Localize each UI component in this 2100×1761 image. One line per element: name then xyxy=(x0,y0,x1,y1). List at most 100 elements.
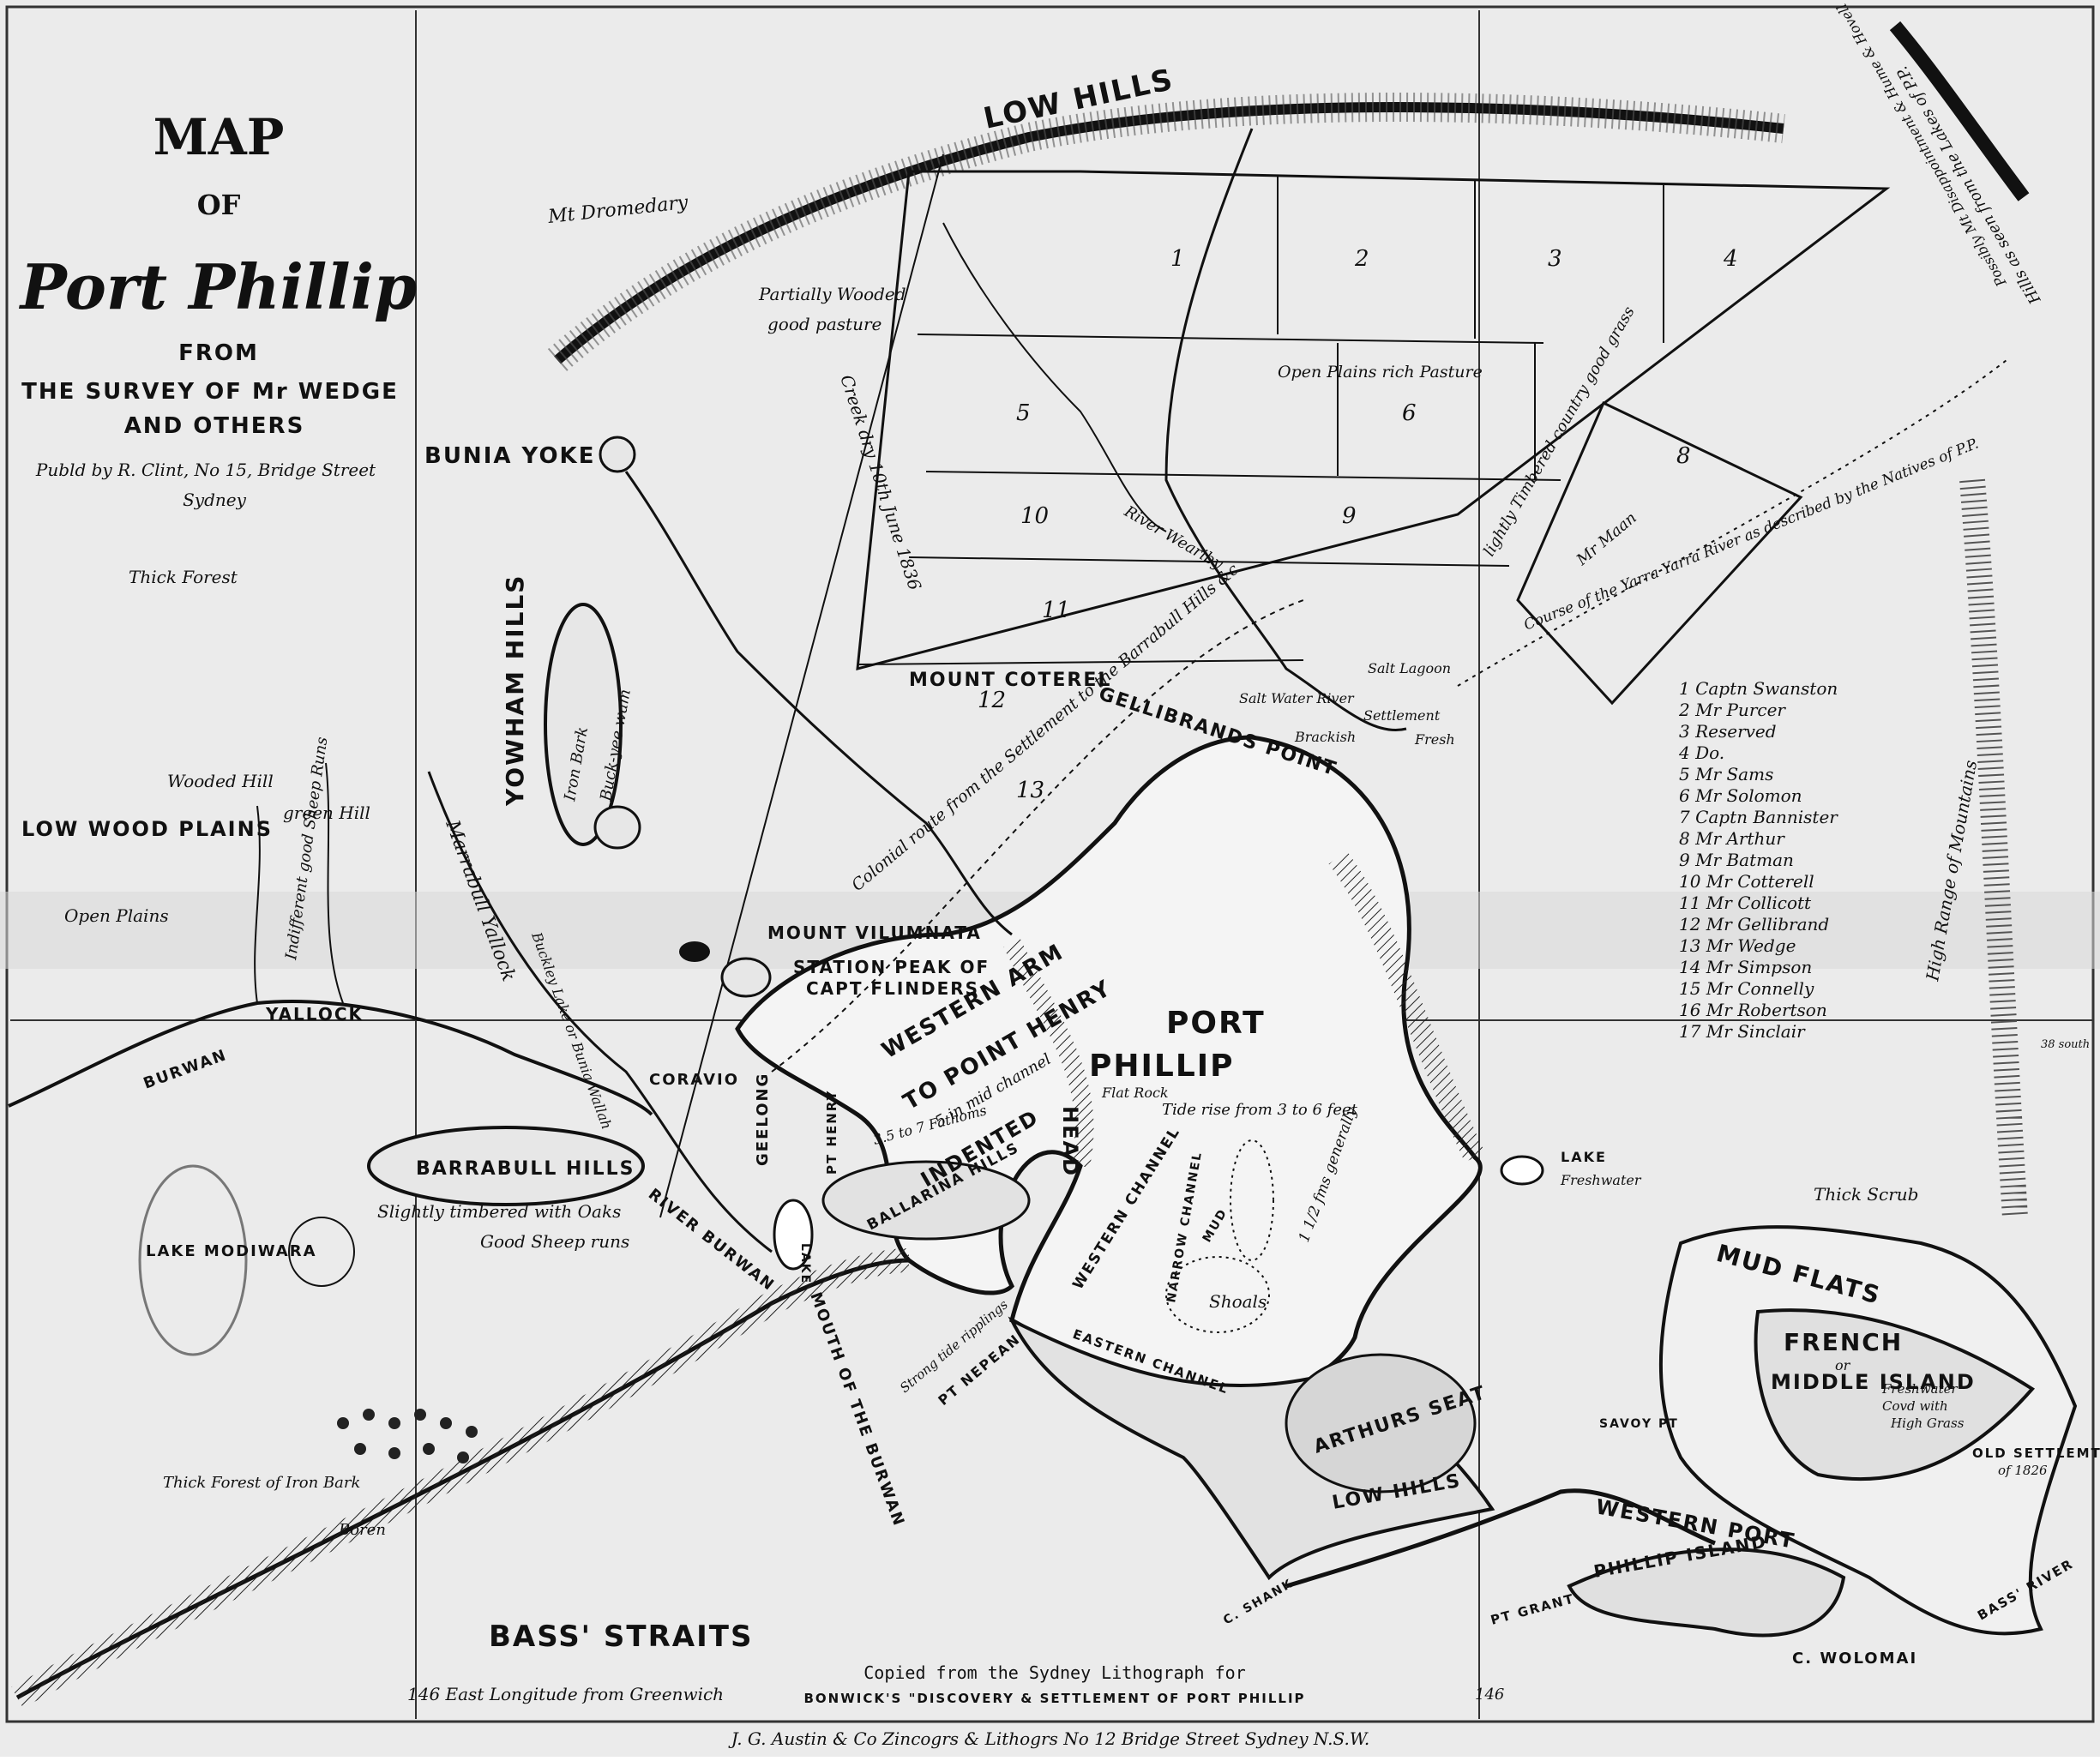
shoals xyxy=(1165,1256,1270,1333)
legend-item: 7 Captn Bannister xyxy=(1679,807,1838,827)
label-phillip: PHILLIP xyxy=(1089,1049,1235,1084)
map-border xyxy=(5,5,2095,1723)
label-shoals: Shoals xyxy=(1209,1291,1267,1312)
bay-shore-hatching xyxy=(1003,939,1094,1169)
hill-small xyxy=(593,805,641,850)
legend-item: 13 Mr Wedge xyxy=(1679,935,1796,956)
legend-item: 2 Mr Purcer xyxy=(1678,700,1786,720)
label-bunia-yoke: BUNIA YOKE xyxy=(424,443,595,469)
title-publisher-city: Sydney xyxy=(183,490,247,510)
label-geelong: GEELONG xyxy=(754,1073,772,1166)
label-good-pasture: good pasture xyxy=(767,314,882,334)
lot-number: 8 xyxy=(1676,443,1691,469)
lot-number: 12 xyxy=(978,688,1006,713)
label-fresh: Fresh xyxy=(1414,731,1455,748)
label-yowham-hills: YOWHAM HILLS xyxy=(501,574,529,807)
legend-item: 14 Mr Simpson xyxy=(1679,957,1812,977)
lot-number: 13 xyxy=(1016,778,1044,803)
river-yarra xyxy=(1164,128,1407,731)
hill-ballarina xyxy=(821,1160,1031,1241)
label-freshwater: Freshwater xyxy=(1560,1172,1642,1188)
label-coravio: CORAVIO xyxy=(649,1071,739,1089)
ridge-northeast xyxy=(1889,21,2030,201)
title-others: AND OTHERS xyxy=(124,413,305,439)
label-head: HEAD xyxy=(1058,1106,1082,1177)
lot-number: 9 xyxy=(1342,503,1357,529)
french-island xyxy=(1754,1308,2036,1482)
legend-item: 12 Mr Gellibrand xyxy=(1679,914,1829,935)
label-covd-with: Covd with xyxy=(1882,1398,1948,1414)
lot-line xyxy=(925,471,1561,481)
label-slightly-timbered: Slightly timbered with Oaks xyxy=(377,1201,621,1222)
label-capt-flinders: CAPT FLINDERS xyxy=(806,978,979,999)
caption-imprint: J. G. Austin & Co Zincogrs & Lithogrs No… xyxy=(728,1728,1370,1749)
lake-black xyxy=(679,941,710,962)
lot-number: 3 xyxy=(1548,246,1562,272)
legend-item: 11 Mr Collicott xyxy=(1679,893,1812,913)
phillip-island xyxy=(1567,1548,1846,1638)
label-or: or xyxy=(1835,1357,1851,1373)
label-c-wolomai: C. WOLOMAI xyxy=(1792,1650,1917,1668)
hill-bunia-yoke xyxy=(599,436,636,473)
legend-item: 9 Mr Batman xyxy=(1679,850,1794,870)
forest-iron-bark xyxy=(337,1409,478,1463)
label-of-1826: of 1826 xyxy=(1998,1463,2048,1478)
label-bass-straits: BASS' STRAITS xyxy=(489,1620,753,1654)
hill-station-peak xyxy=(720,957,772,998)
label-green-hill: green Hill xyxy=(283,802,370,823)
label-old-settlement: OLD SETTLEMT xyxy=(1972,1445,2100,1461)
label-salt-lagoon: Salt Lagoon xyxy=(1368,660,1451,676)
title-block: MAP OF Port Phillip FROM THE SURVEY OF M… xyxy=(19,108,418,510)
label-middle-island: MIDDLE ISLAND xyxy=(1771,1370,1976,1394)
legend-item: 3 Reserved xyxy=(1679,721,1777,742)
lot-number: 1 xyxy=(1170,246,1185,272)
label-partially-wooded: Partially Wooded xyxy=(758,284,906,304)
legend: 1 Captn Swanston 2 Mr Purcer 3 Reserved … xyxy=(1678,678,1838,1042)
coast-hatching xyxy=(11,1248,910,1709)
ridge-low-hills xyxy=(554,102,1784,364)
label-tide-rise: Tide rise from 3 to 6 feet xyxy=(1162,1101,1358,1119)
bay-shore-hatching xyxy=(1328,850,1485,1163)
label-barrabull-hills: BARRABULL HILLS xyxy=(416,1158,635,1180)
label-lat-38: 38 south xyxy=(2041,1038,2090,1051)
lot-number: 4 xyxy=(1723,246,1738,272)
title-survey: THE SURVEY OF Mr WEDGE xyxy=(21,379,399,405)
label-brackish: Brackish xyxy=(1294,729,1356,745)
hill-yowham xyxy=(544,603,623,846)
label-mount-coterel: MOUNT COTEREL xyxy=(909,670,1111,691)
label-open-plains-rich: Open Plains rich Pasture xyxy=(1278,363,1483,382)
legend-item: 10 Mr Cotterell xyxy=(1679,871,1814,892)
label-high-grass: High Grass xyxy=(1890,1415,1965,1431)
label-lake: LAKE xyxy=(798,1243,812,1284)
survey-meridian-line xyxy=(659,153,944,1218)
label-port: PORT xyxy=(1166,1006,1266,1041)
hill-barrabull xyxy=(367,1126,645,1206)
label-thick-forest-iron: Thick Forest of Iron Bark xyxy=(163,1474,360,1492)
river-weariby xyxy=(624,471,1013,936)
library-stamp xyxy=(138,1164,248,1356)
label-freshwater-island: Freshwater xyxy=(1881,1381,1959,1397)
western-port-coast xyxy=(1285,1488,1716,1589)
mornington-peninsula xyxy=(1008,1316,1495,1581)
legend-item: 6 Mr Solomon xyxy=(1679,785,1802,806)
legend-item: 17 Mr Sinclair xyxy=(1679,1021,1806,1042)
lot-number: 11 xyxy=(1042,598,1070,623)
label-mount-vilumnata: MOUNT VILUMNATA xyxy=(767,923,982,943)
lot-number: 5 xyxy=(1016,400,1031,426)
mud-shoal xyxy=(1230,1139,1274,1261)
title-of: OF xyxy=(197,189,241,221)
river-northern-branch xyxy=(325,762,344,1004)
label-french: FRENCH xyxy=(1784,1328,1903,1356)
yarra-course-route xyxy=(1457,359,2007,687)
title-publisher: Publd by R. Clint, No 15, Bridge Street xyxy=(35,460,376,480)
river-burwan xyxy=(427,771,773,1253)
label-thick-forest: Thick Forest xyxy=(129,567,238,587)
lot-line xyxy=(908,556,1510,567)
label-yallock: YALLOCK xyxy=(265,1004,364,1025)
label-lake-modiwara: LAKE MODIWARA xyxy=(146,1242,317,1260)
label-low-wood-plains: LOW WOOD PLAINS xyxy=(21,817,273,841)
lake-freshwater xyxy=(1500,1155,1544,1186)
label-longitude-146: 146 xyxy=(1475,1686,1504,1704)
lot-line xyxy=(917,334,1544,344)
